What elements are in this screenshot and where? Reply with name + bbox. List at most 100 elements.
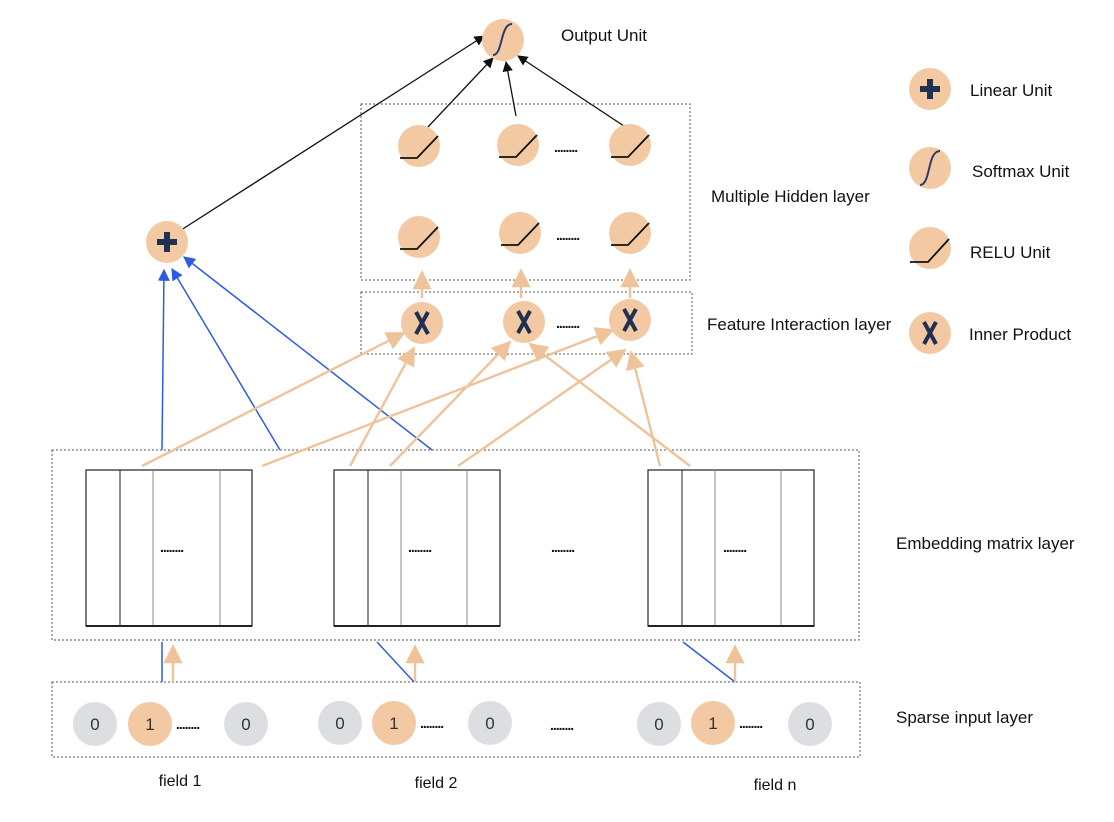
legend-item-inner-product: Inner Product xyxy=(909,312,1071,354)
output-unit-label: Output Unit xyxy=(561,26,647,45)
input-node-active xyxy=(128,702,172,746)
linear-edges xyxy=(157,256,736,683)
legend-item-relu: RELU Unit xyxy=(909,227,1051,269)
field-2-label: field 2 xyxy=(415,775,458,792)
relu-curve-icon xyxy=(611,222,650,246)
hidden-row2-ellipsis: ........ xyxy=(556,227,579,243)
input-node xyxy=(788,702,832,746)
relu-curve-icon xyxy=(910,238,950,263)
linear-unit-node xyxy=(146,221,188,263)
edge-embed1-to-ip1 xyxy=(141,331,406,468)
embed2-ellipsis: ........ xyxy=(408,539,431,555)
interaction-edges xyxy=(141,268,745,682)
legend-label: RELU Unit xyxy=(970,243,1051,262)
edge-input-to-embed-n xyxy=(682,641,736,683)
edge-embed-to-linear-3 xyxy=(183,256,433,451)
input-ellipsis: ........ xyxy=(739,715,762,731)
edge-embed2-to-ip2 xyxy=(389,340,512,467)
edge-embed2-to-ip1 xyxy=(348,346,416,467)
embed1-ellipsis: ........ xyxy=(160,539,183,555)
input-value: 0 xyxy=(335,714,344,733)
output-unit-node xyxy=(482,19,524,61)
input-ellipsis: ........ xyxy=(420,715,443,731)
hidden-node-2-1 xyxy=(398,216,440,258)
legend-label: Linear Unit xyxy=(970,81,1052,100)
embedding-matrix-n xyxy=(647,469,815,627)
embed-between-ellipsis: ........ xyxy=(551,539,574,555)
input-node xyxy=(73,702,117,746)
relu-curve-icon xyxy=(499,134,538,158)
edge-input-to-embed-2 xyxy=(376,641,415,683)
hidden-layer-label: Multiple Hidden layer xyxy=(711,187,870,206)
sparse-input-layer-label: Sparse input layer xyxy=(896,708,1033,727)
legend-label: Inner Product xyxy=(969,325,1071,344)
interaction-layer-box xyxy=(360,291,693,355)
edge-embed-to-linear-2 xyxy=(171,267,281,451)
edge-hidden2-to-output xyxy=(502,60,517,117)
inner-product-node-1 xyxy=(401,302,443,344)
legend-label: Softmax Unit xyxy=(972,162,1070,181)
cross-x-icon xyxy=(622,308,638,332)
input-node-active xyxy=(691,701,735,745)
hidden-node-1-3 xyxy=(609,124,651,166)
fields-between-ellipsis: ........ xyxy=(550,717,573,733)
embedding-matrix-2 xyxy=(333,469,501,627)
input-value: 0 xyxy=(485,714,494,733)
interaction-layer-label: Feature Interaction layer xyxy=(707,315,892,334)
relu-curve-icon xyxy=(400,135,439,159)
legend-item-softmax: Softmax Unit xyxy=(909,147,1070,189)
embedding-layer-label: Embedding matrix layer xyxy=(896,534,1075,553)
hidden-node-1-2 xyxy=(497,124,539,166)
interaction-ellipsis: ........ xyxy=(556,315,579,331)
embedding-layer-box xyxy=(51,449,860,641)
sigmoid-curve-icon xyxy=(492,23,513,56)
field-1-inputs: 0 1 ........ 0 xyxy=(73,702,268,746)
input-value: 0 xyxy=(241,715,250,734)
sparse-input-layer-box xyxy=(51,681,861,758)
legend-item-linear: Linear Unit xyxy=(909,68,1052,110)
input-value: 1 xyxy=(389,714,398,733)
legend: Linear Unit Softmax Unit RELU Unit Inner… xyxy=(909,68,1071,354)
cross-x-icon xyxy=(922,321,938,345)
input-value: 0 xyxy=(90,715,99,734)
input-value: 0 xyxy=(654,715,663,734)
field-1-label: field 1 xyxy=(159,773,202,790)
edge-embedn-to-ip3 xyxy=(625,350,662,467)
embedn-ellipsis: ........ xyxy=(723,539,746,555)
edge-embed1-to-ip3 xyxy=(261,327,615,468)
edge-hidden1-to-output xyxy=(426,57,494,129)
edge-linear-to-output xyxy=(177,35,485,233)
hidden-node-2-3 xyxy=(609,212,651,254)
input-node xyxy=(224,702,268,746)
field-n-inputs: 0 1 ........ 0 xyxy=(637,701,832,746)
edge-hidden3-to-output xyxy=(517,55,628,129)
input-node xyxy=(318,701,362,745)
input-value: 0 xyxy=(805,715,814,734)
hidden-row1-ellipsis: ........ xyxy=(554,139,577,155)
field-n-label: field n xyxy=(754,777,797,794)
input-value: 1 xyxy=(708,714,717,733)
cross-x-icon xyxy=(414,311,430,335)
relu-curve-icon xyxy=(501,222,540,246)
inner-product-node-3 xyxy=(609,299,651,341)
hidden-node-1-1 xyxy=(398,125,440,167)
edge-embed-to-linear-1 xyxy=(157,268,170,451)
relu-curve-icon xyxy=(611,134,650,158)
relu-curve-icon xyxy=(400,226,439,250)
hidden-node-2-2 xyxy=(499,212,541,254)
input-node xyxy=(468,701,512,745)
cross-x-icon xyxy=(516,310,532,334)
edge-embed2-to-ip3 xyxy=(457,348,627,467)
input-node-active xyxy=(372,701,416,745)
input-ellipsis: ........ xyxy=(176,716,199,732)
plus-icon xyxy=(157,232,177,252)
inner-product-node-2 xyxy=(503,301,545,343)
edge-embedn-to-ip2 xyxy=(528,342,691,467)
embedding-matrix-1 xyxy=(85,469,253,627)
output-edges xyxy=(177,35,628,233)
input-node xyxy=(637,702,681,746)
sigmoid-curve-icon xyxy=(919,150,941,186)
input-value: 1 xyxy=(145,715,154,734)
field-2-inputs: 0 1 ........ 0 xyxy=(318,701,512,745)
